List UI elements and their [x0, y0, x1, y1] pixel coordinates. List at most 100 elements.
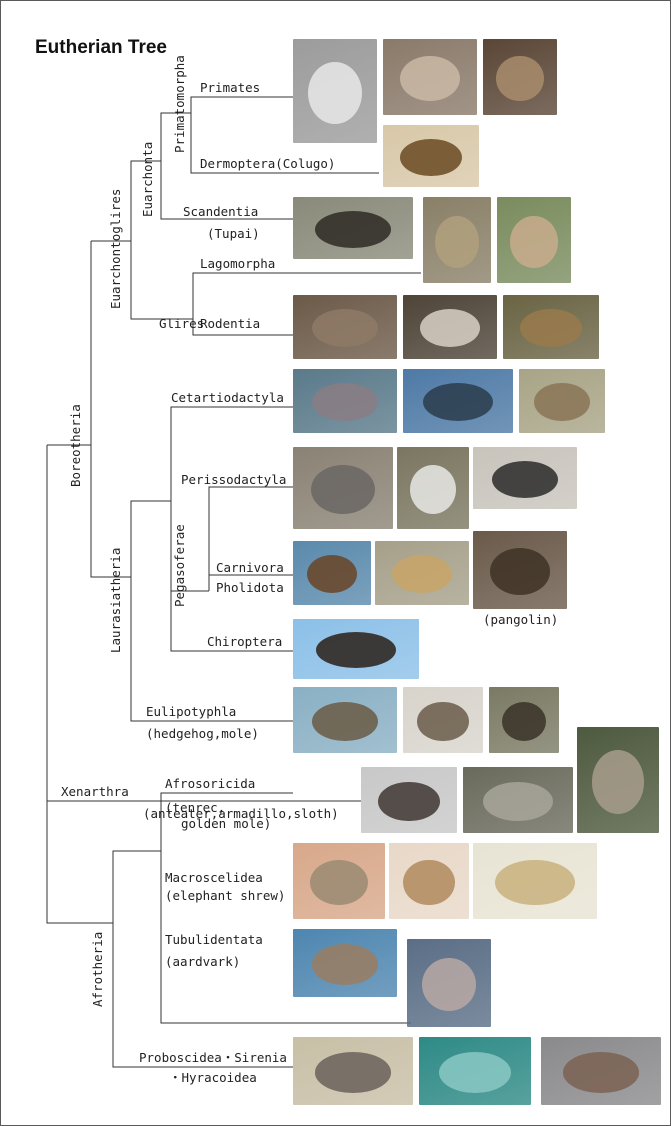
clade-pegasoferae: Pegasoferae: [173, 524, 187, 607]
photo-colugo: [383, 125, 479, 187]
taxon-tubulidentata-note: (aardvark): [165, 955, 240, 969]
photo-macaque: [383, 39, 477, 115]
photo-armadillo-subject: [483, 782, 553, 822]
photo-porcupine: [403, 295, 497, 359]
taxon-pangolin-note: (pangolin): [483, 613, 558, 627]
photo-tarsier: [483, 39, 557, 115]
clade-afrotheria: Afrotheria: [91, 932, 105, 1007]
photo-mole: [489, 687, 559, 753]
photo-sealion: [293, 541, 371, 605]
taxon-afrosoricida-note-2: golden mole): [181, 817, 271, 831]
photo-hyrax-subject: [563, 1052, 640, 1093]
photo-colugo-subject: [400, 139, 461, 176]
taxon-carnivora: Carnivora: [216, 561, 284, 575]
photo-darwin: [293, 39, 377, 143]
photo-golden-mole-2-subject: [495, 860, 574, 906]
photo-aardvark-subject: [422, 958, 476, 1011]
photo-whale-subject: [423, 383, 493, 421]
taxon-chiroptera: Chiroptera: [207, 635, 282, 649]
taxon-scandentia: Scandentia: [183, 205, 258, 219]
clade-boreotheria: Boreotheria: [69, 404, 83, 487]
clade-laurasiatheria: Laurasiatheria: [109, 548, 123, 653]
photo-pika-subject: [435, 216, 479, 268]
photo-zebra: [397, 447, 469, 529]
photo-tarsier-subject: [496, 56, 543, 102]
photo-antelope-subject: [534, 383, 589, 421]
photo-tenrec-subject: [310, 860, 369, 906]
photo-aardvark: [407, 939, 491, 1027]
photo-elephant-shrew: [293, 929, 397, 997]
photo-rabbit: [497, 197, 571, 283]
photo-armadillo: [463, 767, 573, 833]
photo-pangolin-subject: [490, 548, 550, 595]
photo-tapir: [473, 447, 577, 509]
photo-elephant-subject: [315, 1052, 392, 1093]
photo-elephant-shrew-subject: [312, 944, 379, 985]
taxon-macroscelidea: Macroscelidea: [165, 871, 263, 885]
photo-anteater: [361, 767, 457, 833]
photo-rabbit-subject: [510, 216, 557, 268]
photo-tenrec: [293, 843, 385, 919]
photo-bat: [293, 619, 419, 679]
photo-manatee-subject: [439, 1052, 511, 1093]
photo-golden-mole-2: [473, 843, 597, 919]
taxon-pholidota: Pholidota: [216, 581, 284, 595]
photo-porcupine-subject: [420, 309, 480, 347]
photo-sloth-subject: [592, 750, 644, 814]
taxon-lagomorpha: Lagomorpha: [200, 257, 275, 271]
photo-pangolin: [473, 531, 567, 609]
photo-pika: [423, 197, 491, 283]
taxon-xenarthra: Xenarthra: [61, 785, 129, 799]
photo-treeshrew: [293, 197, 413, 259]
photo-treeshrew-subject: [315, 211, 392, 248]
taxon-proboscidea: Proboscidea・Sirenia: [139, 1051, 287, 1065]
clade-primatomorpha: Primatomorpha: [173, 55, 187, 153]
taxon-rodentia: Rodentia: [200, 317, 260, 331]
photo-golden-mole: [389, 843, 469, 919]
photo-hedgehog-ball-subject: [417, 702, 468, 742]
photo-rhino-subject: [311, 465, 375, 514]
photo-tapir-subject: [492, 461, 559, 498]
taxon-dermoptera: Dermoptera(Colugo): [200, 157, 335, 171]
photo-squirrel-subject: [520, 309, 581, 347]
photo-zebra-subject: [410, 465, 456, 514]
photo-anteater-subject: [378, 782, 439, 822]
taxon-afrosoricida: Afrosoricida: [165, 777, 255, 791]
photo-hippo-subject: [312, 383, 379, 421]
photo-hippo: [293, 369, 397, 433]
photo-bat-subject: [316, 632, 397, 668]
photo-hedgehog-subject: [312, 702, 379, 742]
photo-rat-subject: [312, 309, 379, 347]
photo-manatee: [419, 1037, 531, 1105]
photo-rat: [293, 295, 397, 359]
taxon-hyracoidea: ・Hyracoidea: [169, 1071, 257, 1085]
taxon-eulipotyphla: Eulipotyphla: [146, 705, 236, 719]
taxon-eulipotyphla-note: (hedgehog,mole): [146, 727, 259, 741]
taxon-macroscelidea-note: (elephant shrew): [165, 889, 285, 903]
taxon-afrosoricida-note-1: (tenrec,: [165, 801, 225, 815]
clade-glires: Glires: [159, 317, 204, 331]
taxon-scandentia-note: (Tupai): [207, 227, 260, 241]
taxon-cetartiodactyla: Cetartiodactyla: [171, 391, 284, 405]
photo-sloth: [577, 727, 659, 833]
photo-whale: [403, 369, 513, 433]
clade-euarchonta: Euarchonta: [141, 142, 155, 217]
photo-squirrel: [503, 295, 599, 359]
photo-rhino: [293, 447, 393, 529]
photo-antelope: [519, 369, 605, 433]
photo-leopard-subject: [392, 555, 452, 593]
clade-euarchontoglires: Euarchontoglires: [109, 189, 123, 309]
photo-macaque-subject: [400, 56, 460, 102]
photo-hedgehog-ball: [403, 687, 483, 753]
photo-darwin-subject: [308, 62, 362, 124]
photo-mole-subject: [502, 702, 547, 742]
photo-hedgehog: [293, 687, 397, 753]
taxon-perissodactyla: Perissodactyla: [181, 473, 286, 487]
taxon-primates: Primates: [200, 81, 260, 95]
photo-golden-mole-subject: [403, 860, 454, 906]
photo-leopard: [375, 541, 469, 605]
photo-sealion-subject: [307, 555, 357, 593]
photo-hyrax: [541, 1037, 661, 1105]
photo-elephant: [293, 1037, 413, 1105]
